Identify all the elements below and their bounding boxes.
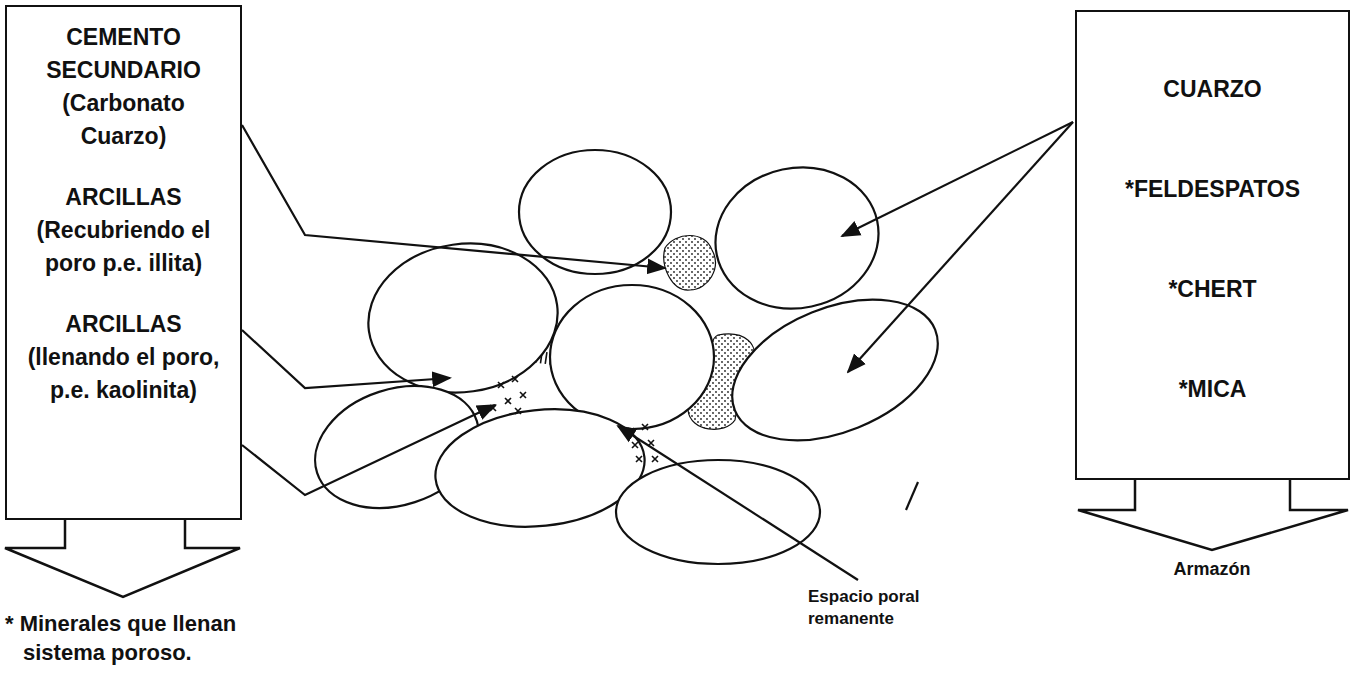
box-text: CEMENTO SECUNDARIO (Carbonato Cuarzo) bbox=[24, 21, 224, 153]
box-text: *CHERT bbox=[1085, 274, 1340, 304]
leader-line bbox=[242, 125, 665, 268]
leader-line bbox=[618, 426, 858, 580]
hollow-arrow bbox=[1078, 480, 1348, 550]
hollow-arrow bbox=[5, 520, 240, 597]
caption-label: Armazón bbox=[1112, 558, 1312, 581]
box-text: ARCILLAS (Recubriendo el poro p.e. illit… bbox=[24, 181, 224, 280]
leader-line bbox=[848, 122, 1073, 372]
text-box: CUARZO *FELDESPATOS *CHERT *MICA bbox=[1075, 10, 1350, 480]
leader-line bbox=[242, 405, 495, 495]
caption-label: Espacio poral remanente bbox=[808, 586, 988, 630]
box-text: *MICA bbox=[1085, 374, 1340, 404]
leader-line bbox=[242, 330, 450, 388]
grain bbox=[712, 272, 959, 468]
box-text: CUARZO bbox=[1085, 74, 1340, 104]
grain bbox=[519, 150, 671, 274]
stray-mark bbox=[906, 482, 918, 510]
text-box: CEMENTO SECUNDARIO (Carbonato Cuarzo) ARC… bbox=[5, 5, 242, 520]
grain bbox=[616, 460, 820, 564]
caption-label: * Minerales que llenan sistema poroso. bbox=[5, 610, 290, 667]
grain bbox=[359, 231, 568, 404]
box-text: ARCILLAS (llenando el poro, p.e. kaolini… bbox=[24, 308, 224, 407]
kaolinite-marks bbox=[490, 376, 658, 462]
cement-patch bbox=[664, 236, 715, 291]
grain bbox=[702, 152, 892, 323]
box-text: *FELDESPATOS bbox=[1085, 174, 1340, 204]
grain bbox=[550, 285, 714, 429]
leader-line bbox=[842, 122, 1073, 236]
